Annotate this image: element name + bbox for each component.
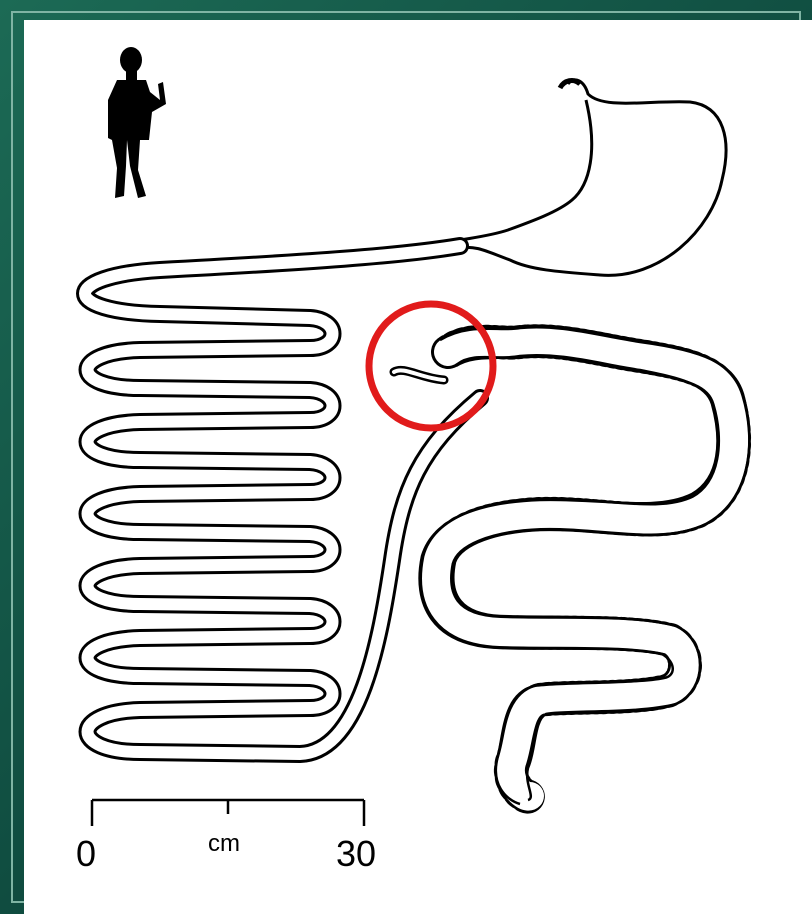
stomach-outline: [460, 80, 726, 275]
appendix: [394, 370, 444, 380]
human-silhouette-icon: [108, 47, 166, 198]
stomach-inner-curve: [455, 100, 592, 241]
scale-unit-label: cm: [208, 832, 240, 856]
appendix-highlight-circle: [369, 304, 493, 428]
small-intestine: [85, 246, 480, 754]
scale-bar: [92, 800, 364, 826]
scale-end-label: 30: [336, 836, 376, 872]
scale-start-label: 0: [76, 836, 96, 872]
large-intestine: [436, 341, 734, 796]
esophagus-stub: [560, 81, 580, 88]
